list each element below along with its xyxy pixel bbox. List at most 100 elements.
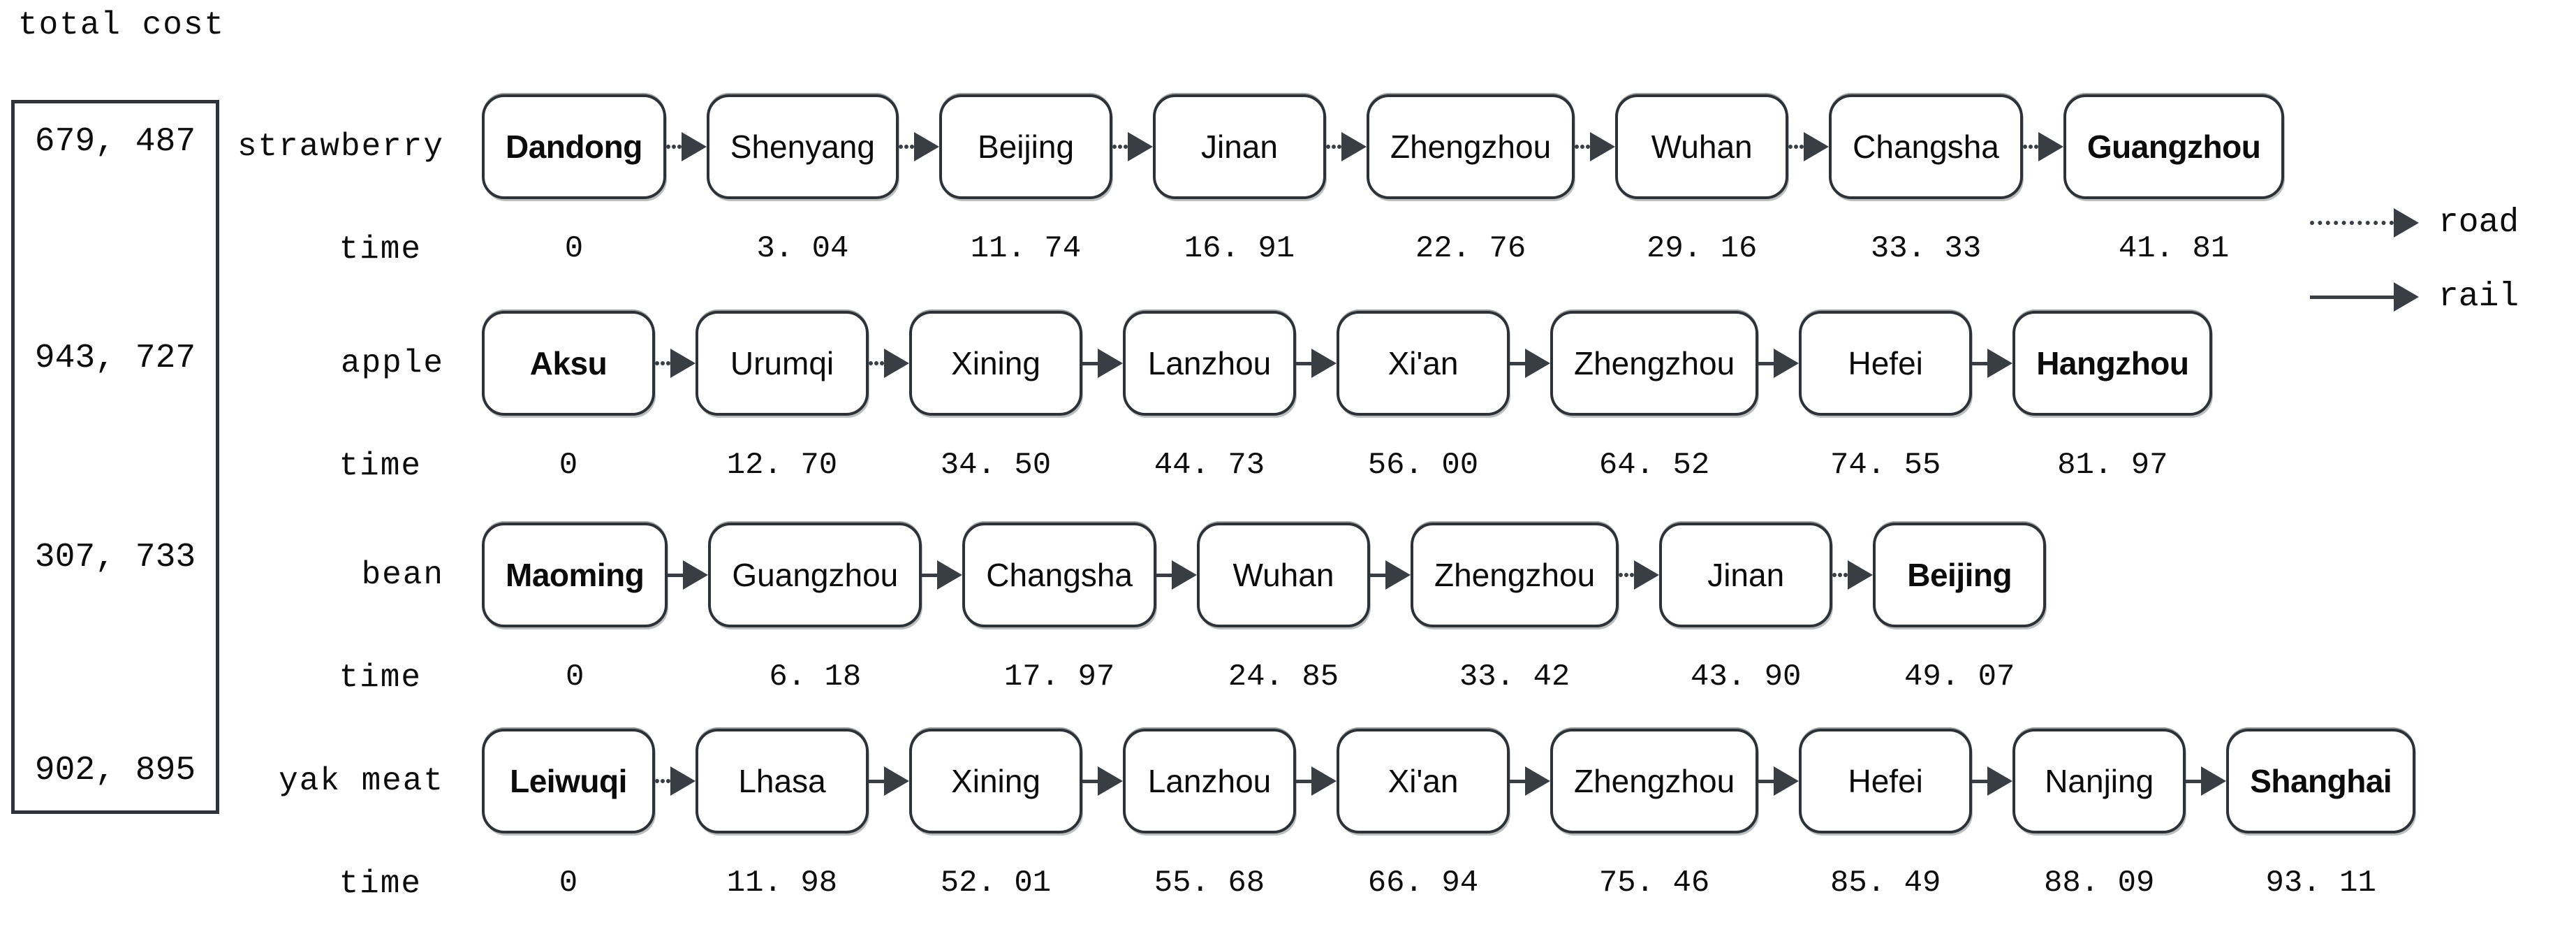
road-connector xyxy=(869,311,909,416)
rail-connector xyxy=(1510,311,1550,416)
city-node: Shenyang xyxy=(706,94,899,199)
time-value: 11. 74 xyxy=(970,231,1082,266)
arrowhead-icon xyxy=(1098,766,1123,796)
station: Zhengzhou 75. 46 xyxy=(1550,729,1759,901)
cost-value: 679, 487 xyxy=(34,123,196,161)
connector-line xyxy=(1619,573,1635,577)
rail-connector xyxy=(1758,729,1799,833)
arrowhead-icon xyxy=(1311,766,1337,796)
route-row: yak meat time Leiwuqi 0 Lhasa 11. 98 Xin… xyxy=(0,729,2416,902)
time-value: 33. 42 xyxy=(1459,660,1570,694)
arrowhead-icon xyxy=(2038,132,2063,161)
connector-line xyxy=(1972,361,1988,365)
route-label-column: strawberry time xyxy=(0,94,462,268)
arrowhead-icon xyxy=(884,349,909,378)
road-connector xyxy=(1112,94,1153,199)
page-title: total cost xyxy=(18,7,226,43)
station: Changsha 17. 97 xyxy=(962,523,1156,694)
product-label: strawberry xyxy=(237,129,444,165)
arrowhead-icon xyxy=(1311,349,1337,378)
station: Shenyang 3. 04 xyxy=(706,94,899,266)
station: Dandong 0 xyxy=(482,94,666,266)
connector-line xyxy=(655,779,670,783)
connector-line xyxy=(1296,361,1311,365)
city-node: Beijing xyxy=(1873,523,2047,627)
route-label-column: bean time xyxy=(0,523,462,696)
time-value: 0 xyxy=(559,448,578,483)
arrowhead-icon xyxy=(2394,282,2419,312)
city-node: Lanzhou xyxy=(1123,729,1296,833)
road-connector xyxy=(665,94,707,199)
city-node: Xi'an xyxy=(1337,729,1510,833)
time-value: 44. 73 xyxy=(1154,448,1265,483)
station: Maoming 0 xyxy=(482,523,668,694)
station: Nanjing 88. 09 xyxy=(2012,729,2186,901)
city-node: Xining xyxy=(909,311,1082,416)
city-node: Zhengzhou xyxy=(1550,311,1759,416)
time-value: 52. 01 xyxy=(940,866,1052,901)
rail-connector xyxy=(1296,729,1337,833)
connector-line xyxy=(922,573,938,577)
arrowhead-icon xyxy=(1098,349,1123,378)
station: Urumqi 12. 70 xyxy=(695,311,869,483)
time-value: 88. 09 xyxy=(2043,866,2155,901)
rail-connector xyxy=(1082,311,1123,416)
time-value: 33. 33 xyxy=(1870,231,1982,266)
time-value: 22. 76 xyxy=(1415,231,1526,266)
route-row: bean time Maoming 0 Guangzhou 6. 18 Chan… xyxy=(0,523,2047,696)
rail-connector xyxy=(1972,311,2013,416)
rail-connector xyxy=(1082,729,1123,833)
time-value: 3. 04 xyxy=(756,231,849,266)
station: Changsha 33. 33 xyxy=(1829,94,2023,266)
station: Lanzhou 44. 73 xyxy=(1123,311,1296,483)
city-node: Zhengzhou xyxy=(1550,729,1759,833)
rail-connector xyxy=(1758,311,1799,416)
route-stations: Dandong 0 Shenyang 3. 04 Beijing 11. 74 … xyxy=(482,94,2285,266)
station: Wuhan 24. 85 xyxy=(1196,523,1370,694)
connector-line xyxy=(668,573,684,577)
time-value: 66. 94 xyxy=(1367,866,1479,901)
arrowhead-icon xyxy=(1171,560,1197,590)
road-connector xyxy=(2022,94,2063,199)
arrowhead-icon xyxy=(937,560,963,590)
city-node: Jinan xyxy=(1659,523,1833,627)
legend-rail-label: rail xyxy=(2438,278,2519,316)
connector-line xyxy=(1510,361,1525,365)
road-connector xyxy=(1325,94,1367,199)
connector-line xyxy=(1296,779,1311,783)
arrowhead-icon xyxy=(913,132,939,161)
rail-connector xyxy=(922,523,963,627)
city-node: Urumqi xyxy=(695,311,869,416)
connector-line xyxy=(655,361,670,365)
city-node: Lanzhou xyxy=(1123,311,1296,416)
time-value: 81. 97 xyxy=(2057,448,2168,483)
cost-value: 307, 733 xyxy=(34,539,196,576)
route-row: strawberry time Dandong 0 Shenyang 3. 04… xyxy=(0,94,2285,268)
station: Guangzhou 41. 81 xyxy=(2063,94,2285,266)
rail-connector xyxy=(1156,523,1197,627)
product-label: apple xyxy=(340,345,444,381)
city-node: Wuhan xyxy=(1196,523,1370,627)
time-value: 93. 11 xyxy=(2265,866,2376,901)
route-row: apple time Aksu 0 Urumqi 12. 70 Xining 3… xyxy=(0,311,2213,484)
arrowhead-icon xyxy=(1590,132,1616,161)
rail-line-icon xyxy=(2310,295,2394,299)
arrowhead-icon xyxy=(1385,560,1411,590)
station: Zhengzhou 22. 76 xyxy=(1366,94,1575,266)
connector-line xyxy=(1972,779,1988,783)
station: Jinan 43. 90 xyxy=(1659,523,1833,694)
time-value: 0 xyxy=(565,660,584,694)
station: Lanzhou 55. 68 xyxy=(1123,729,1296,901)
connector-line xyxy=(1082,361,1098,365)
city-node: Aksu xyxy=(482,311,655,416)
station: Beijing 49. 07 xyxy=(1873,523,2047,694)
time-value: 0 xyxy=(564,231,584,266)
time-value: 16. 91 xyxy=(1184,231,1295,266)
station: Xining 34. 50 xyxy=(909,311,1082,483)
time-value: 85. 49 xyxy=(1830,866,1941,901)
city-node: Jinan xyxy=(1152,94,1326,199)
arrowhead-icon xyxy=(1525,766,1550,796)
arrowhead-icon xyxy=(1774,349,1799,378)
